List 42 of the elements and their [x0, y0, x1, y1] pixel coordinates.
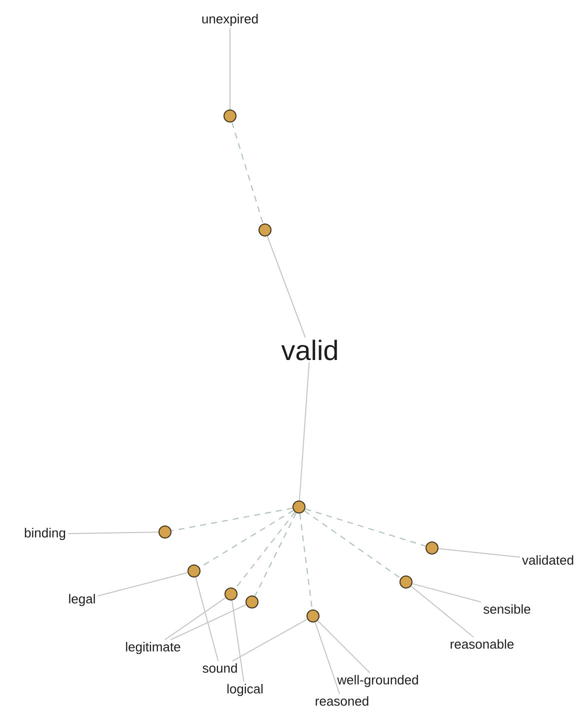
dot [224, 588, 238, 600]
dot [224, 110, 236, 122]
word-label: logical [227, 684, 263, 696]
word-label: legal [69, 594, 95, 606]
connector-line [170, 604, 247, 640]
connector-line [97, 572, 188, 596]
dashed-line [171, 508, 293, 532]
dashed-line [304, 510, 401, 579]
connector-line [164, 597, 226, 640]
dot [426, 542, 438, 554]
connector-line [231, 600, 244, 682]
word-label: well-grounded [337, 674, 418, 688]
word-label: unexpired [202, 14, 258, 26]
dashed-line [305, 508, 426, 547]
connector-line [412, 583, 482, 603]
dot [400, 576, 412, 588]
word-label: validated [522, 555, 574, 565]
connector-line [266, 236, 306, 338]
connector-line [410, 586, 474, 638]
connector-line [195, 576, 219, 662]
connector-line [68, 532, 159, 534]
connector-line [314, 622, 340, 695]
connector-line [317, 620, 370, 674]
word-label: reasoned [316, 696, 368, 706]
word-label: legitimate [126, 642, 180, 654]
dot [306, 610, 320, 622]
word-label: sensible [484, 604, 530, 614]
word-label: reasonable [450, 639, 514, 649]
dot [188, 564, 200, 578]
word-label: sound [202, 663, 237, 673]
headword: valid [281, 340, 337, 360]
dot [258, 224, 272, 236]
connector-line [232, 618, 308, 662]
dot [292, 500, 306, 514]
word-label: binding [24, 528, 66, 540]
dashed-line [234, 512, 296, 590]
connector-line [298, 362, 310, 501]
connector-line [438, 548, 520, 558]
dot [158, 526, 172, 538]
dashed-line [231, 122, 264, 224]
dashed-line [254, 512, 297, 596]
dot [246, 596, 258, 608]
